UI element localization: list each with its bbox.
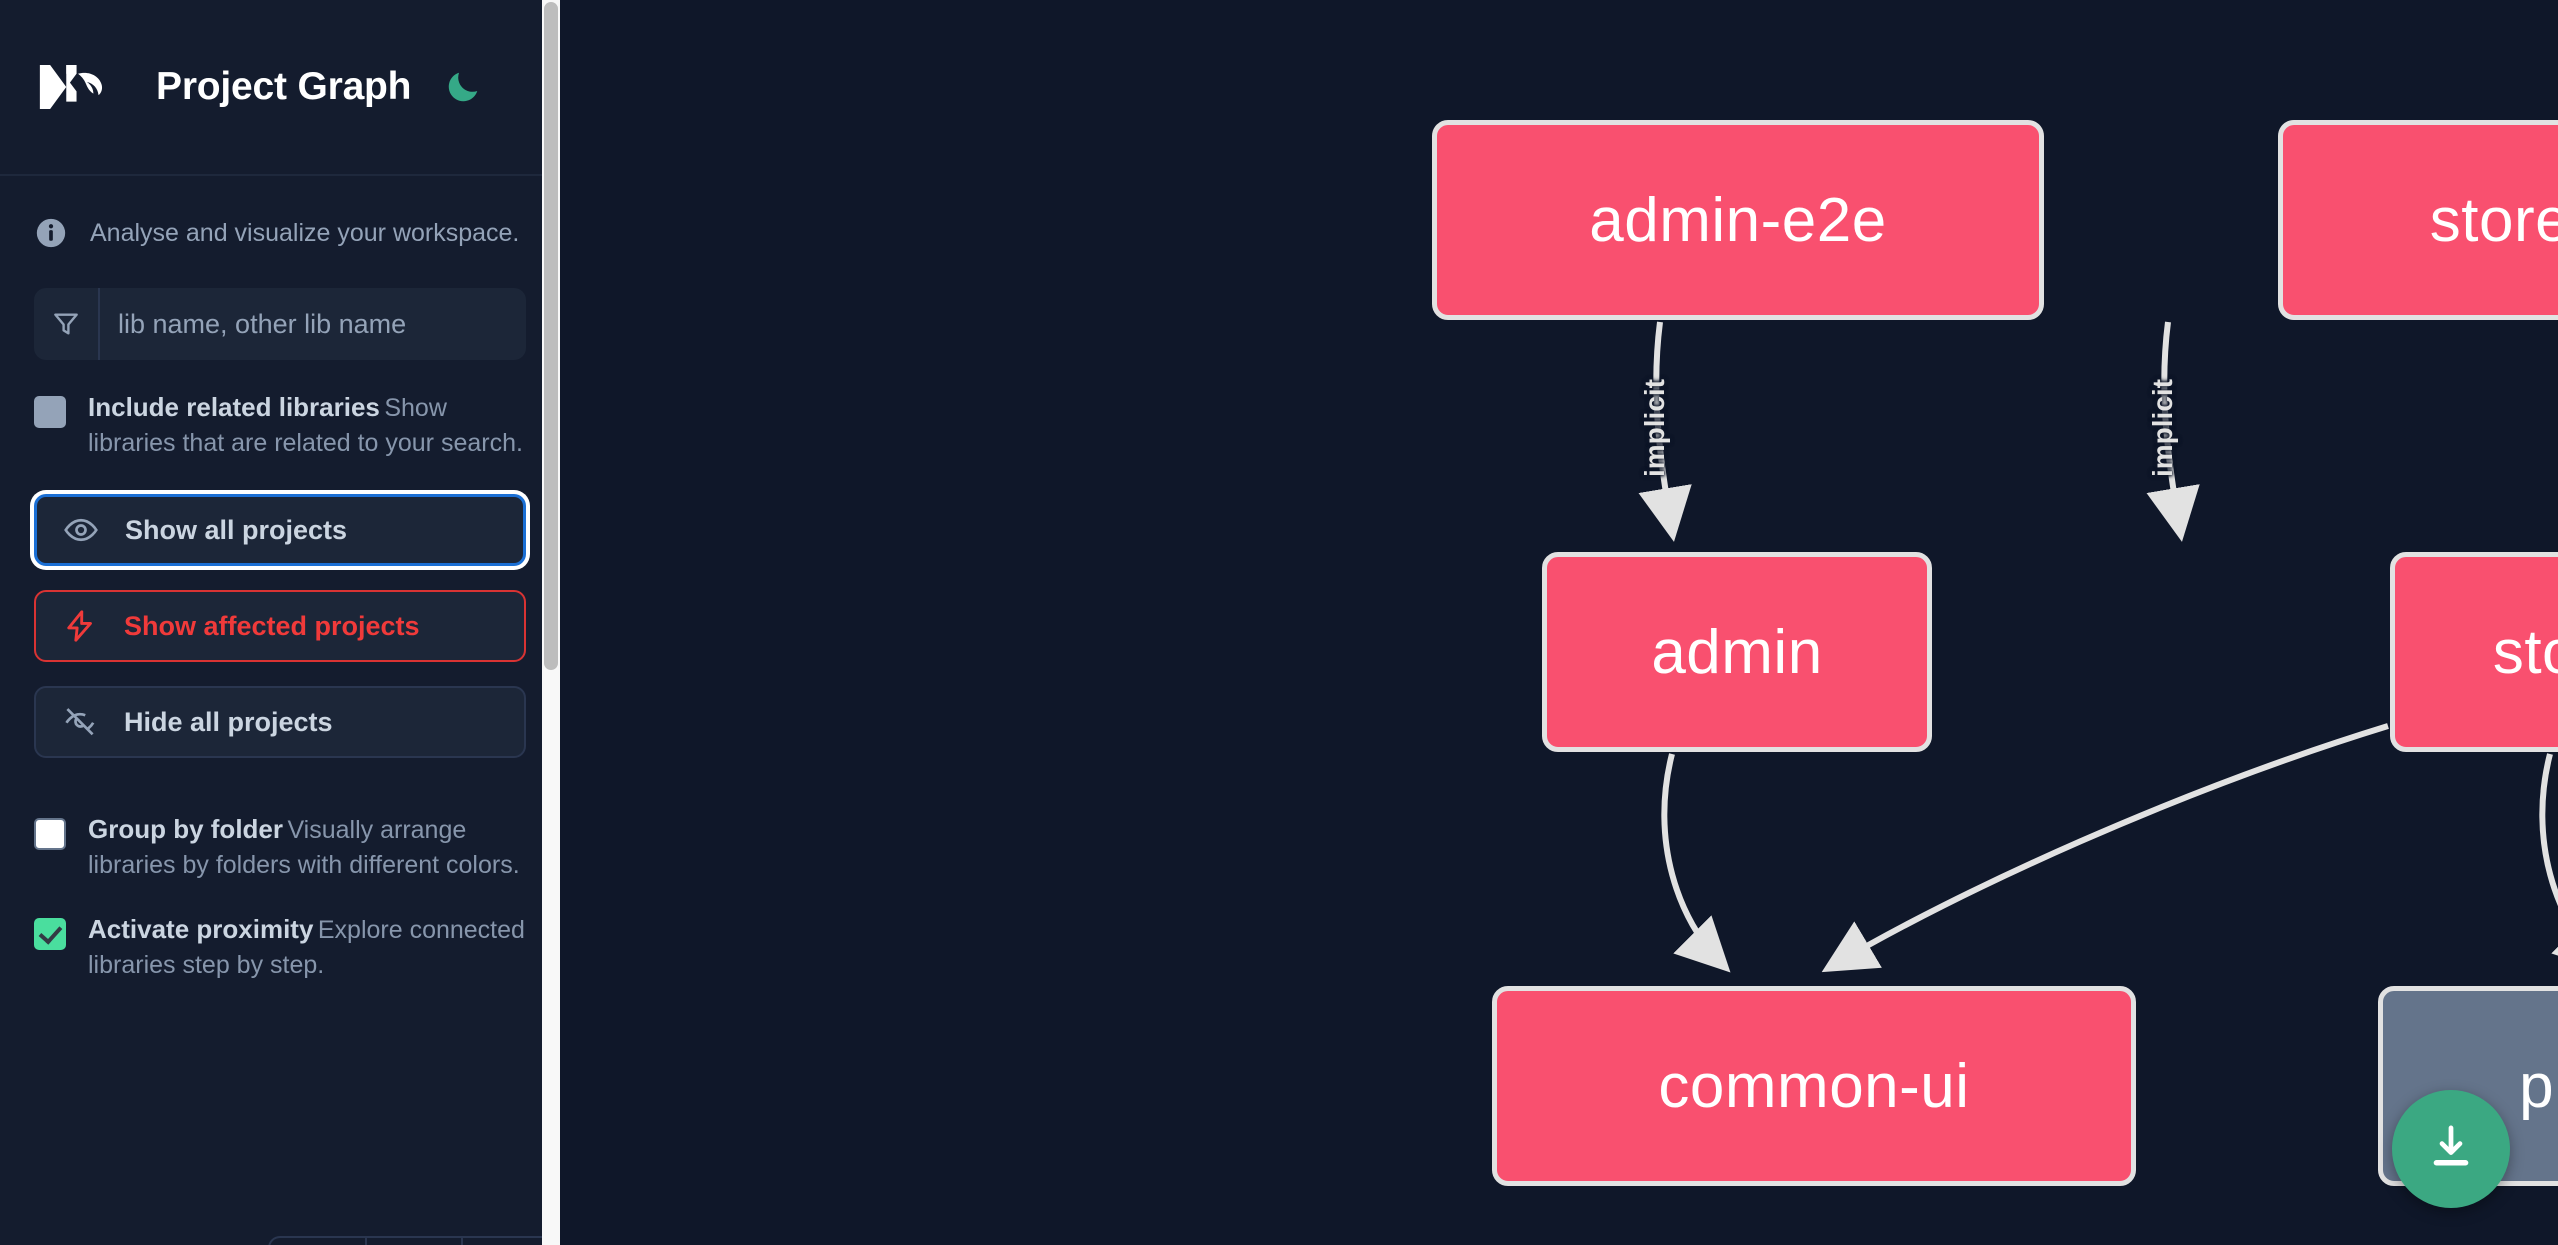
- proximity-stepper-cell[interactable]: [364, 1236, 462, 1245]
- checkbox-activate-proximity[interactable]: Activate proximity Explore connected lib…: [0, 882, 560, 982]
- hide-all-projects-button[interactable]: Hide all projects: [34, 686, 526, 758]
- sidebar-header: Project Graph: [0, 0, 560, 176]
- moon-icon[interactable]: [441, 65, 485, 109]
- edge-store-to-common-ui: [1821, 723, 2389, 973]
- download-graph-button[interactable]: [2392, 1090, 2510, 1208]
- graph-edges: [1638, 321, 2558, 973]
- eye-icon: [63, 512, 99, 548]
- graph-node-label: products: [2519, 1051, 2558, 1121]
- graph-node-label: common-ui: [1658, 1051, 1970, 1121]
- edge-store-e2e-to-store: [2146, 321, 2200, 542]
- graph-node-label: admin: [1651, 617, 1823, 687]
- edge-store-to-products: [2539, 753, 2558, 973]
- page-title: Project Graph: [156, 65, 412, 108]
- workspace-info: Analyse and visualize your workspace.: [0, 176, 560, 258]
- sidebar-scrollbar-thumb[interactable]: [544, 2, 558, 670]
- edge-admin-e2e-to-admin: [1638, 321, 1692, 542]
- info-text: Analyse and visualize your workspace.: [90, 218, 520, 247]
- graph-canvas[interactable]: implicit implicit admin-e2e store-e2e ad…: [560, 0, 2558, 1245]
- checkbox-include-related-libraries[interactable]: Include related libraries Show libraries…: [0, 360, 560, 460]
- checkbox-include-related-libraries-label: Include related libraries: [88, 392, 380, 422]
- show-affected-projects-button[interactable]: Show affected projects: [34, 590, 526, 662]
- eye-off-icon: [62, 704, 98, 740]
- graph-node-admin-e2e[interactable]: admin-e2e: [1432, 120, 2044, 320]
- checkbox-include-related-libraries-box[interactable]: [34, 396, 66, 428]
- download-icon: [2424, 1120, 2478, 1179]
- search-input[interactable]: [100, 288, 526, 360]
- checkbox-group-by-folder-label: Group by folder: [88, 814, 283, 844]
- checkbox-group-by-folder-box[interactable]: [34, 818, 66, 850]
- filter-funnel-icon[interactable]: [34, 288, 100, 360]
- search-section: [0, 258, 560, 360]
- sidebar: Project Graph Analyse and visualize your…: [0, 0, 560, 1245]
- checkbox-activate-proximity-label: Activate proximity: [88, 914, 314, 944]
- checkbox-group-by-folder[interactable]: Group by folder Visually arrange librari…: [0, 782, 560, 882]
- graph-node-label: store: [2492, 617, 2558, 687]
- graph-node-store[interactable]: store: [2390, 552, 2558, 752]
- nx-logo-icon: [34, 57, 122, 117]
- graph-node-admin[interactable]: admin: [1542, 552, 1932, 752]
- checkbox-group-by-folder-description: Visually arrange libraries by folders wi…: [88, 816, 520, 879]
- graph-node-label: store-e2e: [2429, 185, 2558, 255]
- visibility-actions: Show all projects Show affected projects: [0, 460, 560, 758]
- show-all-projects-label: Show all projects: [125, 514, 348, 545]
- show-all-projects-button[interactable]: Show all projects: [34, 494, 526, 566]
- graph-node-label: admin-e2e: [1589, 185, 1887, 255]
- hide-all-projects-label: Hide all projects: [124, 706, 333, 737]
- edge-admin-to-common-ui: [1661, 753, 1731, 973]
- show-affected-projects-label: Show affected projects: [124, 610, 420, 641]
- info-circle-icon: [34, 216, 68, 250]
- graph-node-common-ui[interactable]: common-ui: [1492, 986, 2136, 1186]
- proximity-stepper-group[interactable]: [268, 1236, 560, 1245]
- checkbox-include-related-libraries-description: Show libraries that are related to your …: [88, 394, 523, 457]
- sidebar-scrollbar[interactable]: [542, 0, 560, 1245]
- checkbox-activate-proximity-box[interactable]: [34, 918, 66, 950]
- lightning-bolt-icon: [62, 608, 98, 644]
- graph-node-store-e2e[interactable]: store-e2e: [2278, 120, 2558, 320]
- proximity-stepper-cell[interactable]: [268, 1236, 365, 1245]
- edge-label-implicit-admin: implicit: [1639, 378, 1671, 478]
- edge-label-implicit-store: implicit: [2147, 378, 2179, 478]
- checkbox-activate-proximity-description: Explore connected libraries step by step…: [88, 916, 525, 979]
- search-box[interactable]: [34, 288, 526, 360]
